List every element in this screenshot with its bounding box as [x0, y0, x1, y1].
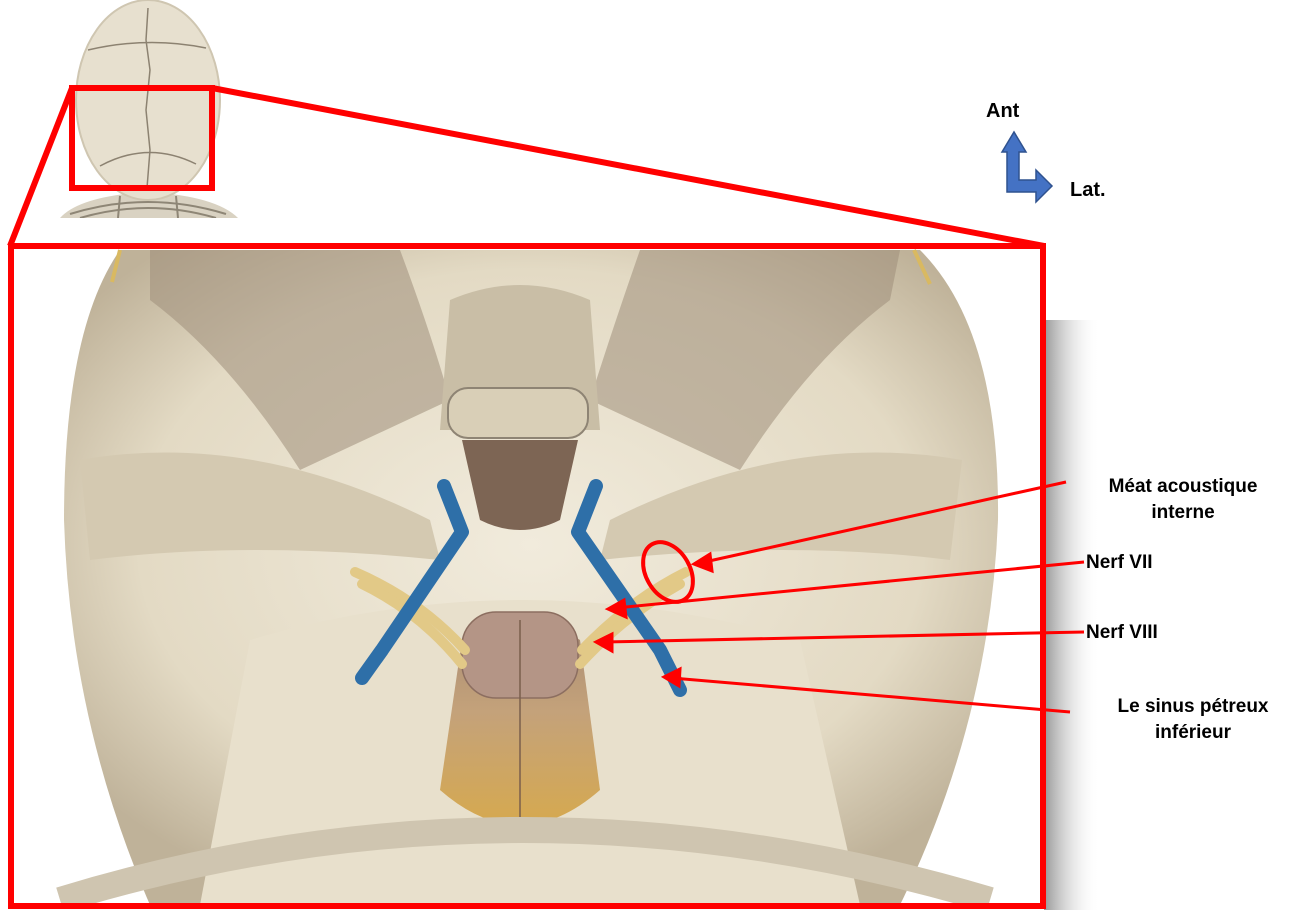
label-meatus-line1: Méat acoustique: [1068, 474, 1298, 500]
label-internal-acoustic-meatus: Méat acoustique interne: [1068, 474, 1298, 526]
label-sinus-line2: inférieur: [1082, 720, 1304, 746]
label-meatus-line2: interne: [1068, 500, 1298, 526]
label-nerve-viii: Nerf VIII: [1086, 620, 1158, 646]
label-sinus-line1: Le sinus pétreux: [1082, 694, 1304, 720]
orientation-anterior-label: Ant: [986, 98, 1019, 124]
box-shadow: [1044, 320, 1100, 910]
orientation-lateral-label: Lat.: [1070, 177, 1106, 203]
label-nerve-vii: Nerf VII: [1086, 550, 1153, 576]
label-inferior-petrosal-sinus: Le sinus pétreux inférieur: [1082, 694, 1304, 746]
orientation-arrow-icon: [1002, 132, 1052, 202]
cranial-base-view: [12, 247, 1042, 905]
